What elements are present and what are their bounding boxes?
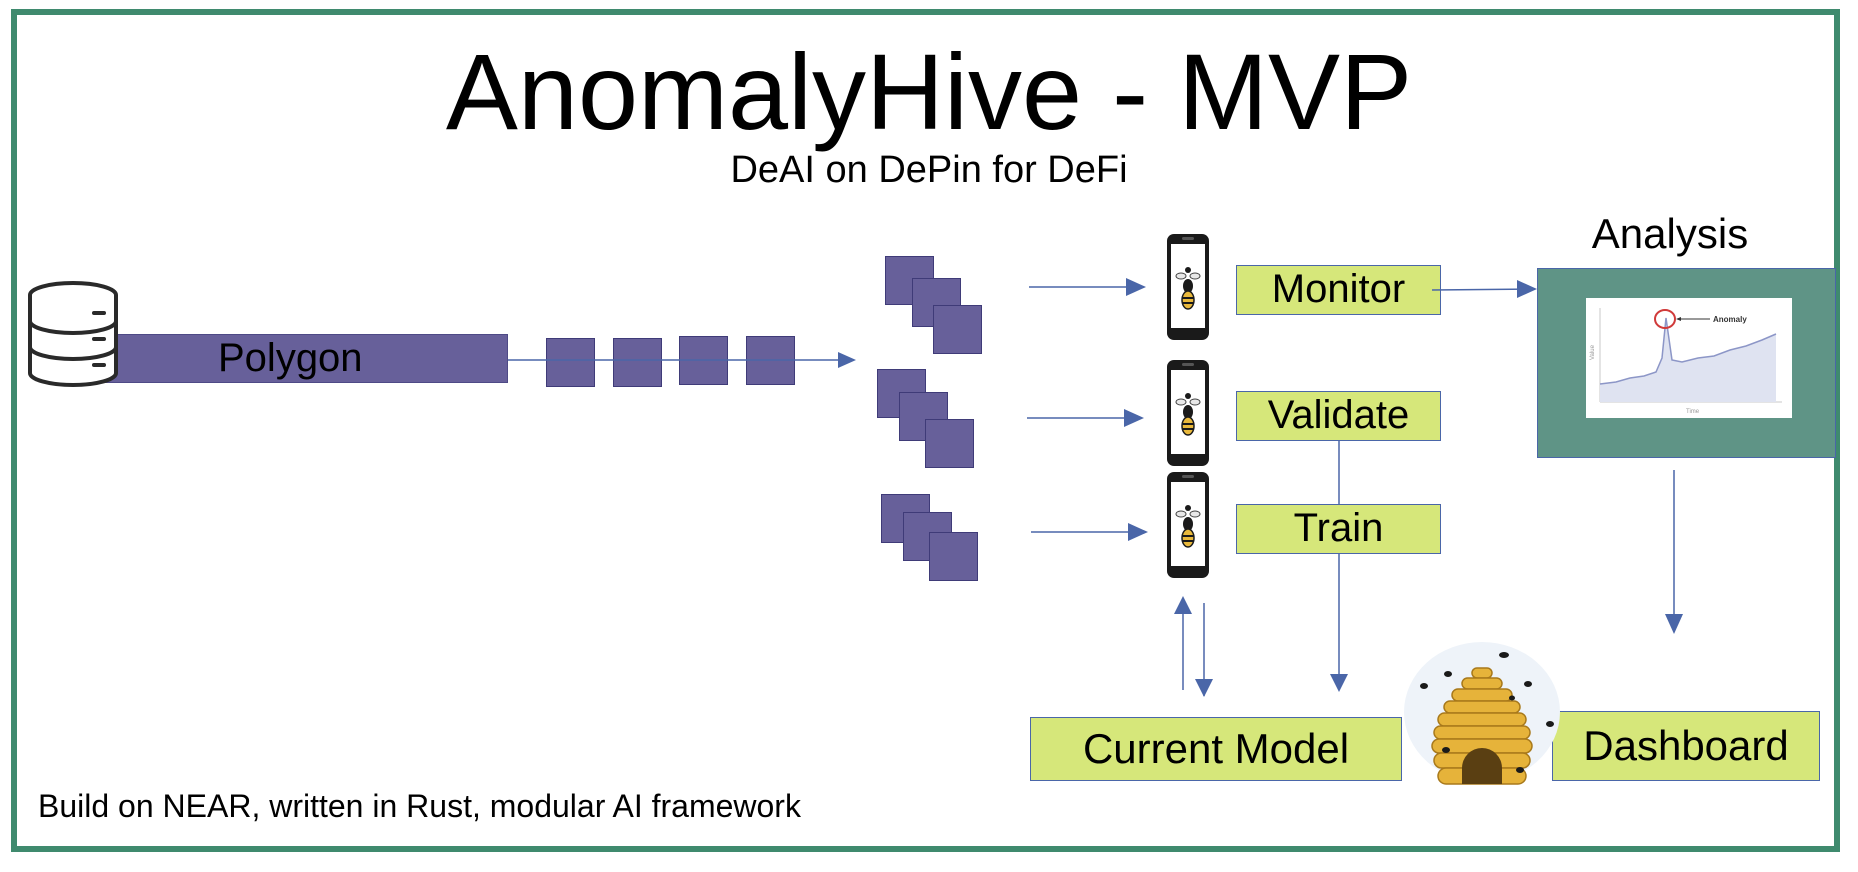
anomaly-chart-thumbnail: Anomaly Time Value: [1586, 298, 1792, 418]
train-box: Train: [1236, 504, 1441, 554]
chart-y-label: Value: [1590, 344, 1596, 360]
validate-box: Validate: [1236, 391, 1441, 441]
database-icon: [28, 281, 118, 387]
beehive-icon: [1404, 642, 1560, 785]
dashboard-label: Dashboard: [1583, 722, 1789, 769]
analysis-panel: Anomaly Time Value: [1537, 268, 1836, 458]
page-title: AnomalyHive - MVP: [445, 31, 1413, 152]
data-block: [613, 338, 662, 387]
chart-x-label: Time: [1686, 409, 1700, 415]
polygon-label: Polygon: [218, 336, 363, 380]
validate-label: Validate: [1267, 393, 1410, 437]
phone-bee-icon: [1167, 360, 1209, 466]
anomaly-annotation: Anomaly: [1713, 315, 1747, 324]
slide-frame: [11, 9, 1840, 852]
phone-bee-icon: [1167, 234, 1209, 340]
current-model-box: Current Model: [1030, 717, 1402, 781]
data-block: [546, 338, 595, 387]
current-model-label: Current Model: [1082, 725, 1350, 772]
page-subtitle: DeAI on DePin for DeFi: [730, 149, 1128, 191]
analysis-title: Analysis: [1591, 210, 1749, 257]
data-block: [933, 305, 982, 354]
phone-bee-icon: [1167, 472, 1209, 578]
polygon-source-bar: Polygon: [96, 334, 508, 383]
monitor-box: Monitor: [1236, 265, 1441, 315]
footer-note: Build on NEAR, written in Rust, modular …: [38, 788, 801, 824]
data-block: [929, 532, 978, 581]
monitor-label: Monitor: [1271, 267, 1406, 311]
data-block: [925, 419, 974, 468]
dashboard-box: Dashboard: [1552, 711, 1820, 781]
train-label: Train: [1293, 506, 1384, 550]
